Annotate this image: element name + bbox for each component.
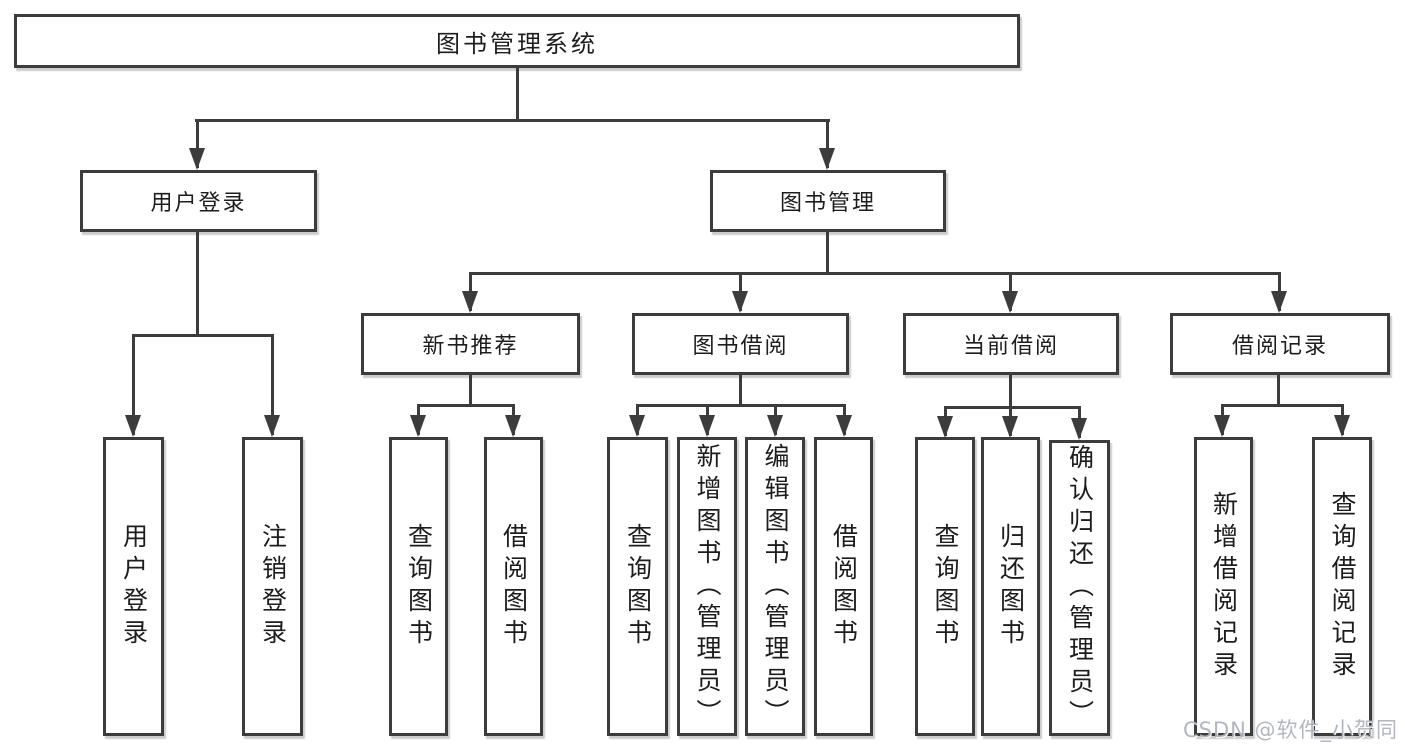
leaf-label: 新增图书（管理员） xyxy=(693,442,722,731)
leaf-label: 归还图书 xyxy=(996,522,1026,651)
arrowhead-down-icon xyxy=(1002,291,1018,313)
arrowhead-down-icon xyxy=(462,291,478,313)
v-line xyxy=(516,68,519,121)
node-user-login: 用户登录 xyxy=(80,170,317,232)
arrowhead-down-icon xyxy=(505,415,521,437)
leaf-label: 查询借阅记录 xyxy=(1328,490,1357,683)
leaf-query-books-recommend: 查询图书 xyxy=(389,437,448,736)
leaf-label: 查询图书 xyxy=(404,522,434,651)
node-label: 图书借阅 xyxy=(692,334,789,359)
leaf-label: 查询图书 xyxy=(623,522,653,651)
leaf-query-borrow-record: 查询借阅记录 xyxy=(1312,437,1372,736)
leaf-label: 借阅图书 xyxy=(829,522,859,651)
leaf-label: 查询图书 xyxy=(931,522,960,651)
v-line xyxy=(271,334,274,435)
arrowhead-down-icon xyxy=(1071,418,1087,440)
arrowhead-down-icon xyxy=(819,148,835,170)
csdn-watermark: CSDN @软件_小贺同学 xyxy=(1183,718,1399,742)
arrowhead-down-icon xyxy=(767,415,783,437)
node-library-system: 图书管理系统 xyxy=(14,14,1020,68)
arrowhead-down-icon xyxy=(1214,415,1230,437)
arrowhead-down-icon xyxy=(937,416,953,438)
node-new-book-recommend: 新书推荐 xyxy=(361,313,580,375)
v-line xyxy=(132,334,135,435)
leaf-label: 新增借阅记录 xyxy=(1209,490,1239,683)
leaf-logout: 注销登录 xyxy=(242,437,303,736)
arrowhead-down-icon xyxy=(125,415,141,437)
leaf-add-borrow-record: 新增借阅记录 xyxy=(1194,437,1253,736)
leaf-add-books-admin: 新增图书（管理员） xyxy=(677,437,737,736)
arrowhead-down-icon xyxy=(1271,291,1287,313)
arrowhead-down-icon xyxy=(189,148,205,170)
v-line xyxy=(739,375,742,406)
leaf-user-login: 用户登录 xyxy=(103,437,164,736)
node-label: 图书管理系统 xyxy=(436,29,598,58)
leaf-borrow-books: 借阅图书 xyxy=(814,437,873,736)
leaf-query-books-borrowing: 查询图书 xyxy=(607,437,668,736)
v-line xyxy=(196,119,199,168)
v-line xyxy=(1277,375,1280,406)
h-line xyxy=(417,404,515,407)
leaf-label: 注销登录 xyxy=(258,522,288,651)
node-label: 借阅记录 xyxy=(1231,334,1328,359)
leaf-query-books-current: 查询图书 xyxy=(915,437,975,736)
v-line xyxy=(1009,375,1012,408)
arrowhead-down-icon xyxy=(264,415,280,437)
h-line xyxy=(469,272,1281,275)
node-label: 当前借阅 xyxy=(962,334,1059,359)
leaf-label: 确认归还（管理员） xyxy=(1065,444,1095,732)
h-line xyxy=(195,119,830,122)
leaf-return-books: 归还图书 xyxy=(981,437,1040,736)
arrowhead-down-icon xyxy=(732,291,748,313)
node-book-management: 图书管理 xyxy=(710,170,946,232)
arrowhead-down-icon xyxy=(699,415,715,437)
node-label: 新书推荐 xyxy=(422,334,519,359)
leaf-label: 用户登录 xyxy=(119,522,149,651)
v-line xyxy=(469,375,472,406)
leaf-edit-books-admin: 编辑图书（管理员） xyxy=(745,437,805,736)
v-line xyxy=(826,232,829,275)
leaf-label: 编辑图书（管理员） xyxy=(761,442,790,731)
node-label: 图书管理 xyxy=(779,191,876,216)
arrowhead-down-icon xyxy=(1334,415,1350,437)
node-borrowing-records: 借阅记录 xyxy=(1170,313,1390,375)
arrowhead-down-icon xyxy=(629,415,645,437)
h-line xyxy=(944,406,1081,409)
leaf-borrow-books-recommend: 借阅图书 xyxy=(484,437,543,736)
node-current-borrowing: 当前借阅 xyxy=(903,313,1119,375)
h-line xyxy=(133,334,274,337)
h-line xyxy=(1221,404,1344,407)
node-label: 用户登录 xyxy=(150,191,247,216)
v-line xyxy=(826,119,829,168)
leaf-label: 借阅图书 xyxy=(499,522,529,651)
arrowhead-down-icon xyxy=(836,415,852,437)
arrowhead-down-icon xyxy=(410,415,426,437)
v-line xyxy=(196,232,199,336)
h-line xyxy=(636,404,846,407)
leaf-confirm-return-admin: 确认归还（管理员） xyxy=(1049,440,1110,736)
node-book-borrowing: 图书借阅 xyxy=(632,313,849,375)
arrowhead-down-icon xyxy=(1002,416,1018,438)
